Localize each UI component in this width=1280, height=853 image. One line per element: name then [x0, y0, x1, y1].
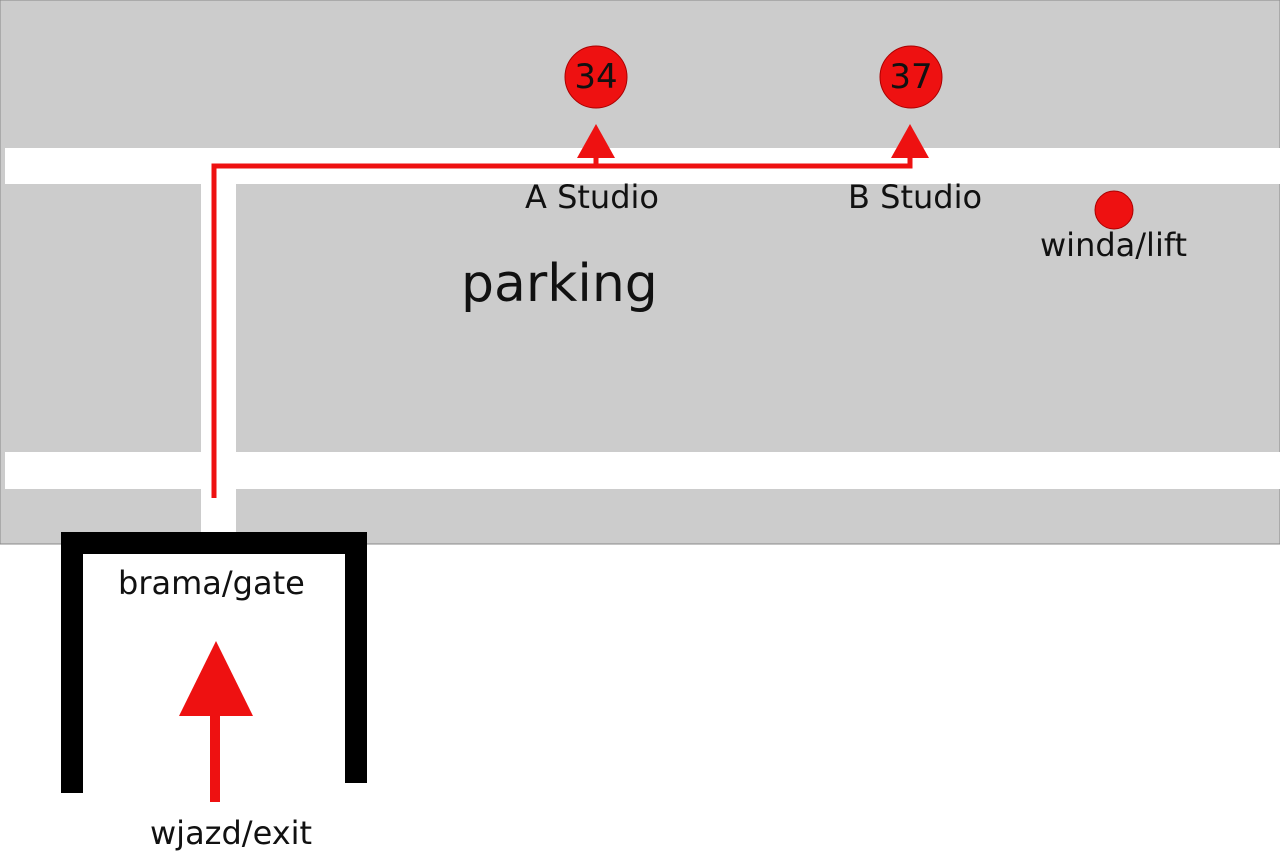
- marker-37: [879, 45, 943, 109]
- entry-road: [201, 164, 236, 544]
- arrow-to-a-studio-icon: [577, 124, 615, 158]
- lift-label: winda/lift: [1040, 226, 1188, 264]
- marker-37-number: 37: [889, 57, 933, 97]
- exit-label: wjazd/exit: [150, 814, 313, 852]
- marker-34: [564, 45, 628, 109]
- lift-marker-icon: [1094, 190, 1134, 230]
- lower-road: [5, 452, 1280, 489]
- entry-arrow-icon: [179, 641, 253, 716]
- a-studio-label: A Studio: [525, 178, 659, 216]
- b-studio-label: B Studio: [848, 178, 983, 216]
- gate-label: brama/gate: [118, 564, 305, 602]
- entry-arrow-shaft: [210, 705, 220, 802]
- arrow-to-b-studio-icon: [891, 124, 929, 158]
- marker-34-number: 34: [574, 57, 618, 97]
- parking-label: parking: [461, 254, 658, 314]
- gate-frame: [61, 532, 367, 793]
